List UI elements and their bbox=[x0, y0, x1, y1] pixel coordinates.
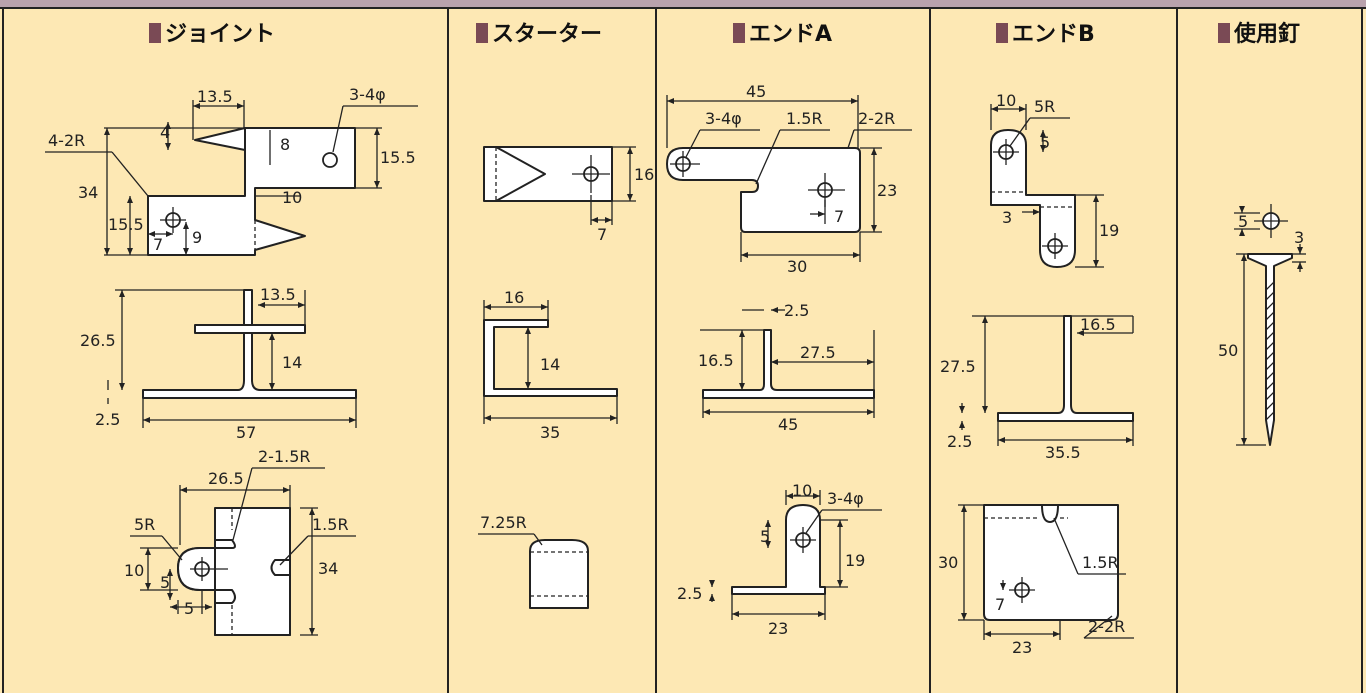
dim-label: 23 bbox=[877, 181, 897, 200]
dim-label: 34 bbox=[78, 183, 98, 202]
dim-label: 15.5 bbox=[108, 215, 144, 234]
dim-label: 4-2R bbox=[48, 131, 85, 150]
dim-label: 4 bbox=[160, 123, 170, 142]
dim-label: 7 bbox=[153, 235, 163, 254]
header-marker bbox=[149, 23, 161, 43]
dim-label: 26.5 bbox=[80, 331, 116, 350]
dim-label: 2-2R bbox=[858, 109, 895, 128]
nail-drawing: 5 3 50 bbox=[1218, 204, 1306, 446]
dim-label: 5 bbox=[184, 599, 194, 618]
end-a-side-view: 2.5 16.5 27.5 45 bbox=[698, 301, 875, 434]
header-nail-label: 使用釘 bbox=[1233, 21, 1300, 47]
dim-label: 15.5 bbox=[380, 148, 416, 167]
dim-label: 10 bbox=[282, 188, 302, 207]
dim-label: 5R bbox=[134, 515, 155, 534]
dim-label: 8 bbox=[280, 135, 290, 154]
joint-side-view: 26.5 13.5 14 2.5 57 bbox=[80, 285, 357, 442]
dim-label: 16 bbox=[504, 288, 524, 307]
header-joint-label: ジョイント bbox=[165, 22, 275, 47]
header-end-b: エンドB bbox=[996, 22, 1095, 47]
dim-label: 7 bbox=[995, 595, 1005, 614]
dim-label: 9 bbox=[192, 228, 202, 247]
dim-label: 3 bbox=[1002, 208, 1012, 227]
starter-side-view: 16 14 35 bbox=[483, 288, 618, 442]
starter-tab-view: 7.25R bbox=[478, 513, 589, 609]
dim-label: 10 bbox=[124, 561, 144, 580]
header-marker bbox=[1218, 23, 1230, 43]
dim-label: 2.5 bbox=[947, 432, 972, 451]
dim-label: 1.5R bbox=[312, 515, 349, 534]
dim-label: 26.5 bbox=[208, 469, 244, 488]
header-end-a: エンドA bbox=[733, 22, 832, 47]
dim-label: 7 bbox=[597, 225, 607, 244]
dim-label: 57 bbox=[236, 423, 256, 442]
dim-label: 5 bbox=[1040, 133, 1050, 152]
dim-label: 45 bbox=[746, 82, 766, 101]
top-band bbox=[0, 0, 1366, 8]
dim-label: 7.25R bbox=[480, 513, 527, 532]
joint-top-view: 13.5 3-4φ 4 8 15.5 4-2R 34 10 15.5 9 7 bbox=[45, 85, 418, 256]
dim-label: 10 bbox=[792, 481, 812, 500]
header-starter: スターター bbox=[476, 22, 602, 47]
dim-label: 2-1.5R bbox=[258, 447, 311, 466]
dim-label: 50 bbox=[1218, 341, 1238, 360]
dim-label: 10 bbox=[996, 91, 1016, 110]
dim-label: 23 bbox=[768, 619, 788, 638]
dim-label: 7 bbox=[834, 207, 844, 226]
dim-label: 5R bbox=[1034, 97, 1055, 116]
dim-label: 45 bbox=[778, 415, 798, 434]
dim-label: 5 bbox=[1238, 212, 1248, 231]
dim-label: 2-2R bbox=[1088, 617, 1125, 636]
header-end-b-label: エンドB bbox=[1012, 22, 1095, 47]
dim-label: 27.5 bbox=[940, 357, 976, 376]
header-starter-label: スターター bbox=[492, 22, 602, 47]
dim-label: 1.5R bbox=[1082, 553, 1119, 572]
dim-label: 3-4φ bbox=[827, 489, 864, 508]
dim-label: 5 bbox=[760, 527, 770, 546]
joint-bottom-view: 26.5 2-1.5R 5R 1.5R 10 5 34 5 bbox=[124, 447, 356, 636]
dim-label: 19 bbox=[845, 551, 865, 570]
dim-label: 13.5 bbox=[197, 87, 233, 106]
dim-label: 27.5 bbox=[800, 343, 836, 362]
header-end-a-label: エンドA bbox=[749, 22, 832, 47]
dim-label: 16.5 bbox=[1080, 315, 1116, 334]
dim-label: 19 bbox=[1099, 221, 1119, 240]
dim-label: 3-4φ bbox=[349, 85, 386, 104]
dim-label: 2.5 bbox=[95, 410, 120, 429]
end-a-bracket-view: 10 3-4φ 5 19 2.5 23 bbox=[677, 481, 882, 638]
dim-label: 1.5R bbox=[786, 109, 823, 128]
dim-label: 16.5 bbox=[698, 351, 734, 370]
dim-label: 2.5 bbox=[784, 301, 809, 320]
header-marker bbox=[733, 23, 745, 43]
starter-top-view: 16 7 bbox=[483, 146, 654, 244]
dim-label: 23 bbox=[1012, 638, 1032, 657]
dim-label: 30 bbox=[938, 553, 958, 572]
dim-label: 3 bbox=[1294, 228, 1304, 247]
dim-label: 13.5 bbox=[260, 285, 296, 304]
dim-label: 5 bbox=[160, 573, 170, 592]
header-nail: 使用釘 bbox=[1218, 21, 1300, 47]
dim-label: 16 bbox=[634, 165, 654, 184]
end-b-plate-view: 30 1.5R 7 2-2R 23 bbox=[938, 504, 1134, 657]
dim-label: 35.5 bbox=[1045, 443, 1081, 462]
header-marker bbox=[996, 23, 1008, 43]
dim-label: 34 bbox=[318, 559, 338, 578]
dim-label: 14 bbox=[540, 355, 560, 374]
dim-label: 14 bbox=[282, 353, 302, 372]
dim-label: 3-4φ bbox=[705, 109, 742, 128]
dim-label: 2.5 bbox=[677, 584, 702, 603]
end-a-top-view: 45 3-4φ 1.5R 2-2R 23 7 30 bbox=[666, 82, 912, 276]
header-marker bbox=[476, 23, 488, 43]
end-b-side-view: 16.5 27.5 2.5 35.5 bbox=[940, 315, 1134, 462]
nail-thread bbox=[1265, 281, 1275, 421]
dim-label: 30 bbox=[787, 257, 807, 276]
end-b-top-view: 10 5R 5 3 19 bbox=[990, 91, 1119, 268]
header-joint: ジョイント bbox=[149, 22, 275, 47]
dim-label: 35 bbox=[540, 423, 560, 442]
